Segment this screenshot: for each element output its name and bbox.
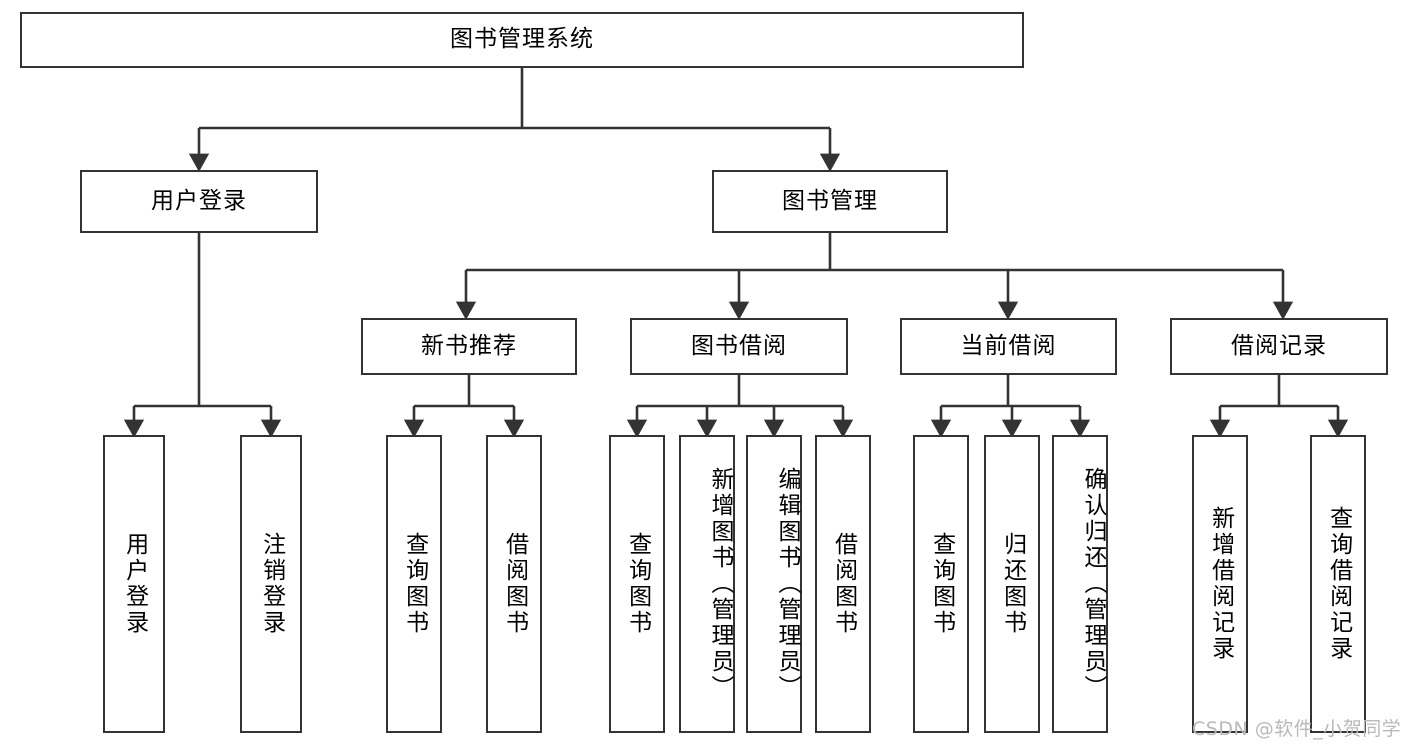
node-leaf-bb-add[interactable]: 新增图书（管理员） — [679, 435, 735, 733]
node-new-book-rec-label: 新书推荐 — [421, 332, 517, 359]
node-leaf-rec-borrow[interactable]: 借阅图书 — [486, 435, 542, 733]
node-borrow-record[interactable]: 借阅记录 — [1170, 318, 1388, 375]
node-book-borrow-label: 图书借阅 — [691, 332, 787, 359]
node-leaf-bb-query-label: 查询图书 — [624, 532, 651, 636]
node-leaf-bb-edit[interactable]: 编辑图书（管理员） — [746, 435, 802, 733]
node-leaf-user-login-label: 用户登录 — [121, 532, 148, 636]
node-leaf-cb-return[interactable]: 归还图书 — [984, 435, 1040, 733]
node-user-login-label: 用户登录 — [151, 187, 247, 214]
node-user-login[interactable]: 用户登录 — [80, 170, 318, 233]
node-leaf-cb-query-label: 查询图书 — [928, 532, 955, 636]
node-leaf-cb-confirm-label: 确认归还（管理员） — [1080, 467, 1106, 701]
node-leaf-user-login[interactable]: 用户登录 — [103, 435, 165, 733]
node-leaf-rec-borrow-label: 借阅图书 — [501, 532, 528, 636]
node-leaf-rec-query[interactable]: 查询图书 — [386, 435, 442, 733]
node-leaf-br-query[interactable]: 查询借阅记录 — [1310, 435, 1366, 733]
node-leaf-rec-query-label: 查询图书 — [401, 532, 428, 636]
node-leaf-user-logout[interactable]: 注销登录 — [240, 435, 302, 733]
node-root-label: 图书管理系统 — [450, 26, 594, 53]
node-current-borrow[interactable]: 当前借阅 — [900, 318, 1117, 375]
node-book-manage-label: 图书管理 — [782, 187, 878, 214]
node-leaf-cb-return-label: 归还图书 — [999, 532, 1026, 636]
node-leaf-bb-query[interactable]: 查询图书 — [609, 435, 665, 733]
node-leaf-bb-edit-label: 编辑图书（管理员） — [774, 467, 800, 701]
node-leaf-cb-confirm[interactable]: 确认归还（管理员） — [1052, 435, 1108, 733]
node-leaf-br-add-label: 新增借阅记录 — [1207, 506, 1234, 662]
node-leaf-br-add[interactable]: 新增借阅记录 — [1192, 435, 1248, 733]
node-leaf-cb-query[interactable]: 查询图书 — [913, 435, 969, 733]
node-book-manage[interactable]: 图书管理 — [712, 170, 948, 233]
node-root[interactable]: 图书管理系统 — [20, 12, 1024, 68]
node-new-book-rec[interactable]: 新书推荐 — [361, 318, 577, 375]
node-leaf-user-logout-label: 注销登录 — [258, 532, 285, 636]
node-book-borrow[interactable]: 图书借阅 — [630, 318, 848, 375]
node-leaf-bb-add-label: 新增图书（管理员） — [707, 467, 733, 701]
node-current-borrow-label: 当前借阅 — [960, 332, 1057, 359]
node-borrow-record-label: 借阅记录 — [1231, 332, 1327, 359]
node-leaf-bb-borrow[interactable]: 借阅图书 — [815, 435, 871, 733]
node-leaf-br-query-label: 查询借阅记录 — [1325, 506, 1352, 662]
csdn-watermark: CSDN @软件_小贺同学 — [1192, 718, 1402, 740]
node-leaf-bb-borrow-label: 借阅图书 — [830, 532, 857, 636]
